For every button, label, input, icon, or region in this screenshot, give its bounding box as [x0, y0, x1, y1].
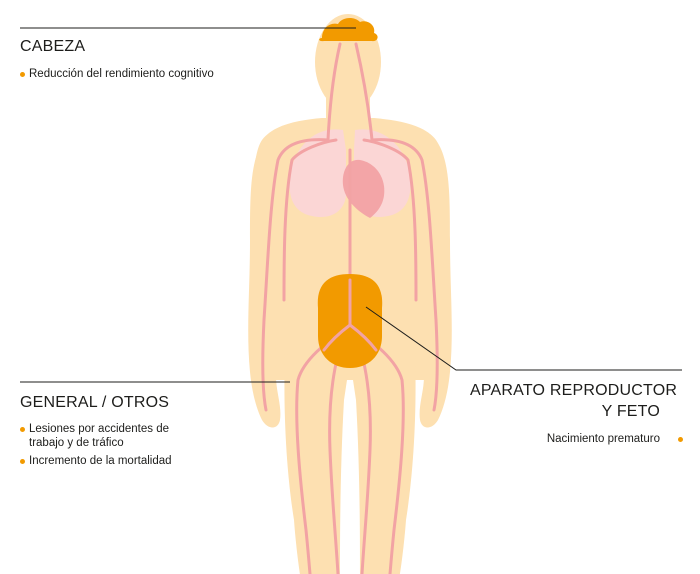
aparato-section: APARATO REPRODUCTOR Y FETO Nacimiento pr…: [470, 380, 683, 452]
cabeza-title: CABEZA: [20, 38, 86, 55]
item-text: Nacimiento prematuro: [546, 433, 660, 445]
bullet-dot-icon: [20, 72, 25, 77]
brain-icon: [319, 18, 378, 42]
item-text: Incremento de la mortalidad: [29, 455, 172, 467]
list-item: Lesiones por accidentes de trabajo y de …: [20, 423, 200, 450]
blood-vessels: [261, 42, 439, 574]
heart-icon: [342, 159, 385, 218]
list-item: Nacimiento prematuro: [470, 433, 683, 447]
general-section: GENERAL / OTROS Lesiones por accidentes …: [20, 394, 200, 474]
item-text: Reducción del rendimiento cognitivo: [29, 68, 214, 80]
general-list: Lesiones por accidentes de trabajo y de …: [20, 423, 200, 469]
list-item: Incremento de la mortalidad: [20, 455, 200, 469]
cabeza-list: Reducción del rendimiento cognitivo: [20, 68, 220, 82]
bullet-dot-icon: [20, 427, 25, 432]
list-item: Reducción del rendimiento cognitivo: [20, 68, 220, 82]
leader-line-aparato: [365, 306, 682, 371]
bullet-dot-icon: [678, 437, 683, 442]
bullet-dot-icon: [20, 459, 25, 464]
aparato-title-line2: Y FETO: [601, 403, 660, 420]
aparato-title-line1: APARATO REPRODUCTOR: [470, 382, 678, 399]
general-title: GENERAL / OTROS: [20, 394, 170, 411]
aparato-list: Nacimiento prematuro: [470, 433, 683, 447]
leader-lines: [20, 27, 682, 383]
reproductive-organ: [317, 274, 383, 368]
cabeza-section: CABEZA Reducción del rendimiento cogniti…: [20, 38, 220, 87]
item-text: Lesiones por accidentes de trabajo y de …: [29, 423, 170, 449]
